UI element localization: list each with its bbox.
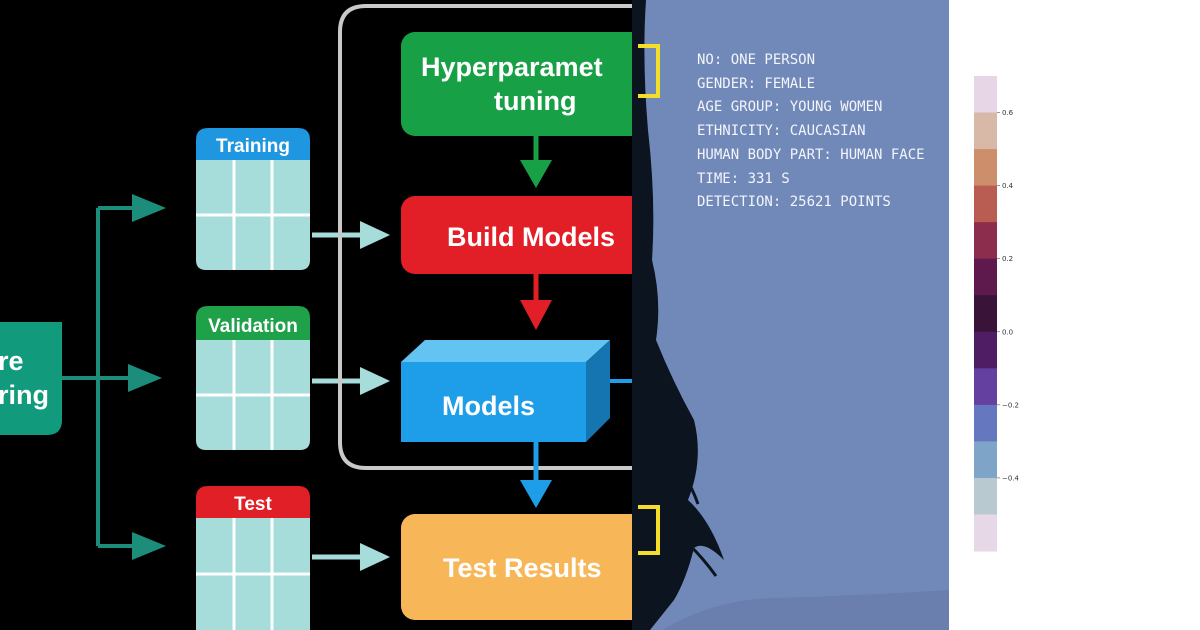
colorbar-svg: 0.6 0.4 0.2 0.0 −0.2 −0.4 (974, 76, 1020, 552)
table-to-process-arrows (312, 221, 390, 571)
colorbar-tick-label: 0.0 (1002, 328, 1013, 336)
workflow-svg: re ring Training Validation (0, 4, 632, 630)
validation-table: Validation (196, 306, 310, 450)
test-results-label: Test Results (443, 553, 602, 583)
colorbar-band (974, 368, 997, 406)
face-detection-photo: NO: ONE PERSON GENDER: FEMALE AGE GROUP:… (632, 0, 949, 630)
colorbar-band (974, 477, 997, 515)
top-detection-bracket (638, 44, 660, 98)
hyperparameter-label-line2: tuning (494, 86, 576, 116)
validation-label: Validation (208, 316, 298, 337)
colorbar-band (974, 258, 997, 296)
build-models-label: Build Models (447, 222, 615, 252)
colorbar-panel: 0.6 0.4 0.2 0.0 −0.2 −0.4 (949, 0, 1200, 630)
detection-info-list: NO: ONE PERSON GENDER: FEMALE AGE GROUP:… (697, 49, 925, 215)
colorbar-tick-label: 0.2 (1002, 255, 1013, 263)
colorbar-band (974, 76, 997, 114)
colorbar-band (974, 331, 997, 369)
photo-graphics (632, 0, 949, 630)
training-table: Training (196, 128, 310, 270)
training-label: Training (216, 136, 290, 157)
models-label: Models (442, 391, 535, 421)
colorbar-tick-label: −0.4 (1002, 474, 1020, 482)
colorbar-band (974, 404, 997, 442)
hud-line-age-group: AGE GROUP: YOUNG WOMEN (697, 99, 883, 116)
build-models-box: Build Models (401, 196, 632, 274)
hair-strands (642, 359, 718, 577)
colorbar-tick-label: 0.4 (1002, 182, 1014, 190)
colorbar-band (974, 112, 997, 150)
colorbar-band (974, 514, 997, 552)
hair-silhouette (632, 0, 724, 630)
branch-arrowheads (128, 194, 166, 560)
shoulder-shading (662, 590, 949, 630)
hyperparameter-label-line1: Hyperparamet (421, 52, 603, 82)
colorbar-tick-label: 0.6 (1002, 109, 1014, 117)
hud-line-gender: GENDER: FEMALE (697, 75, 816, 92)
test-table: Test (196, 486, 310, 630)
build-to-models-arrow (520, 274, 552, 330)
feature-engineering-label-line1: re (0, 346, 24, 376)
feature-engineering-box: re ring (0, 322, 62, 435)
colorbar-band (974, 185, 997, 223)
training-loop-frame (338, 4, 632, 470)
colorbar-band (974, 222, 997, 260)
tuning-to-build-arrow (520, 136, 552, 188)
colorbar-band (974, 441, 997, 479)
ml-workflow-diagram: re ring Training Validation (0, 0, 632, 630)
hud-line-detection: DETECTION: 25621 POINTS (697, 194, 891, 211)
models-box: Models (401, 340, 610, 442)
test-results-box: Test Results (401, 514, 632, 620)
test-label: Test (234, 494, 272, 515)
bottom-detection-bracket (638, 505, 660, 555)
colorbar-ticks: 0.6 0.4 0.2 0.0 −0.2 −0.4 (997, 109, 1020, 482)
hyperparameter-tuning-box: Hyperparamet tuning (401, 32, 632, 136)
colorbar-band (974, 149, 997, 187)
hud-line-body-part: HUMAN BODY PART: HUMAN FACE (697, 146, 925, 163)
colorbar-tick-label: −0.2 (1002, 401, 1019, 409)
models-to-results-arrow (520, 442, 552, 508)
colorbar-band (974, 295, 997, 333)
colorbar-bands (974, 76, 997, 552)
feature-engineering-label-line2: ring (0, 380, 49, 410)
hud-line-time: TIME: 331 S (697, 170, 790, 187)
hud-line-count: NO: ONE PERSON (697, 52, 816, 68)
hud-line-ethnicity: ETHNICITY: CAUCASIAN (697, 123, 866, 140)
